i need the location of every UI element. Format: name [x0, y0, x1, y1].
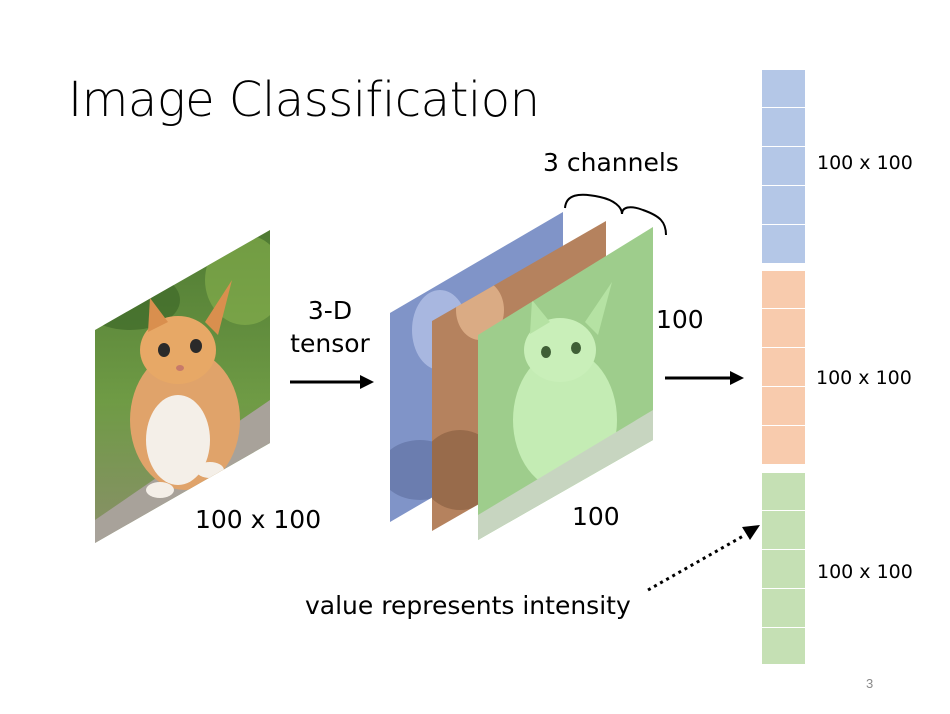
width-label: 100	[572, 502, 620, 531]
vector-segment-blue	[762, 70, 805, 108]
slide-title: Image Classification	[68, 72, 540, 128]
vector-segment-green	[762, 550, 805, 589]
vector-segment-blue	[762, 147, 805, 186]
vector-block-label-blue: 100 x 100	[817, 152, 913, 174]
vector-segment-orange	[762, 271, 805, 309]
vector-segment-orange	[762, 426, 805, 465]
dotted-arrow-intensity	[647, 533, 746, 592]
vector-segment-green	[762, 589, 805, 628]
vector-segment-orange	[762, 387, 805, 426]
height-label: 100	[656, 305, 704, 334]
vector-segment-blue	[762, 108, 805, 147]
image-size-label: 100 x 100	[195, 505, 322, 534]
vector-segment-green	[762, 628, 805, 665]
vector-block-label-orange: 100 x 100	[816, 367, 912, 389]
page-number: 3	[866, 676, 874, 691]
vector-segment-green	[762, 473, 805, 511]
tensor-label-line1: 3-D	[307, 296, 353, 325]
vector-segment-blue	[762, 186, 805, 225]
tensor-label-line2: tensor	[290, 329, 370, 358]
kitten-image	[95, 230, 270, 543]
vector-segment-orange	[762, 348, 805, 387]
channels-label: 3 channels	[543, 148, 679, 177]
channels-brace	[564, 193, 667, 236]
intensity-label: value represents intensity	[305, 591, 631, 620]
vector-block-label-green: 100 x 100	[817, 561, 913, 583]
vector-segment-orange	[762, 309, 805, 348]
vector-segment-green	[762, 511, 805, 550]
tensor-label: 3-D tensor	[285, 296, 375, 358]
vector-segment-blue	[762, 225, 805, 264]
